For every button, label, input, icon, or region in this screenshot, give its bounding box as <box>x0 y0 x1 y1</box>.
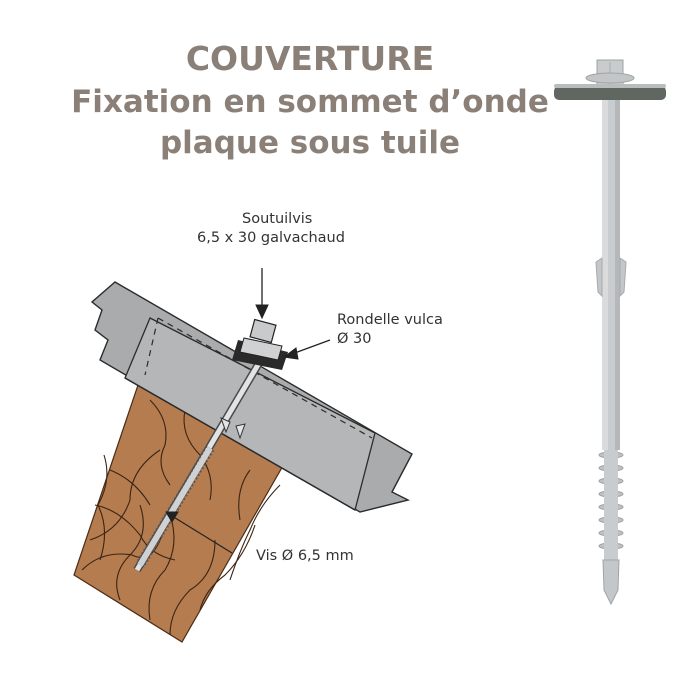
roof-sheet <box>90 281 413 513</box>
wood-rafter <box>73 384 293 643</box>
screw-product-photo <box>554 59 666 606</box>
title-line-2: Fixation en sommet d’onde <box>71 84 549 120</box>
washer-size-label: Ø 30 <box>337 331 372 347</box>
title-line-3: plaque sous tuile <box>159 125 461 161</box>
title-line-1: COUVERTURE <box>185 39 435 78</box>
washer-name-label: Rondelle vulca <box>337 312 443 328</box>
screw-illustration <box>133 318 288 573</box>
screw-spec-label: 6,5 x 30 galvachaud <box>197 230 345 246</box>
annotation-arrows <box>165 268 331 554</box>
screw-diameter-label: Vis Ø 6,5 mm <box>256 548 354 564</box>
screw-name-label: Soutuilvis <box>242 211 313 227</box>
